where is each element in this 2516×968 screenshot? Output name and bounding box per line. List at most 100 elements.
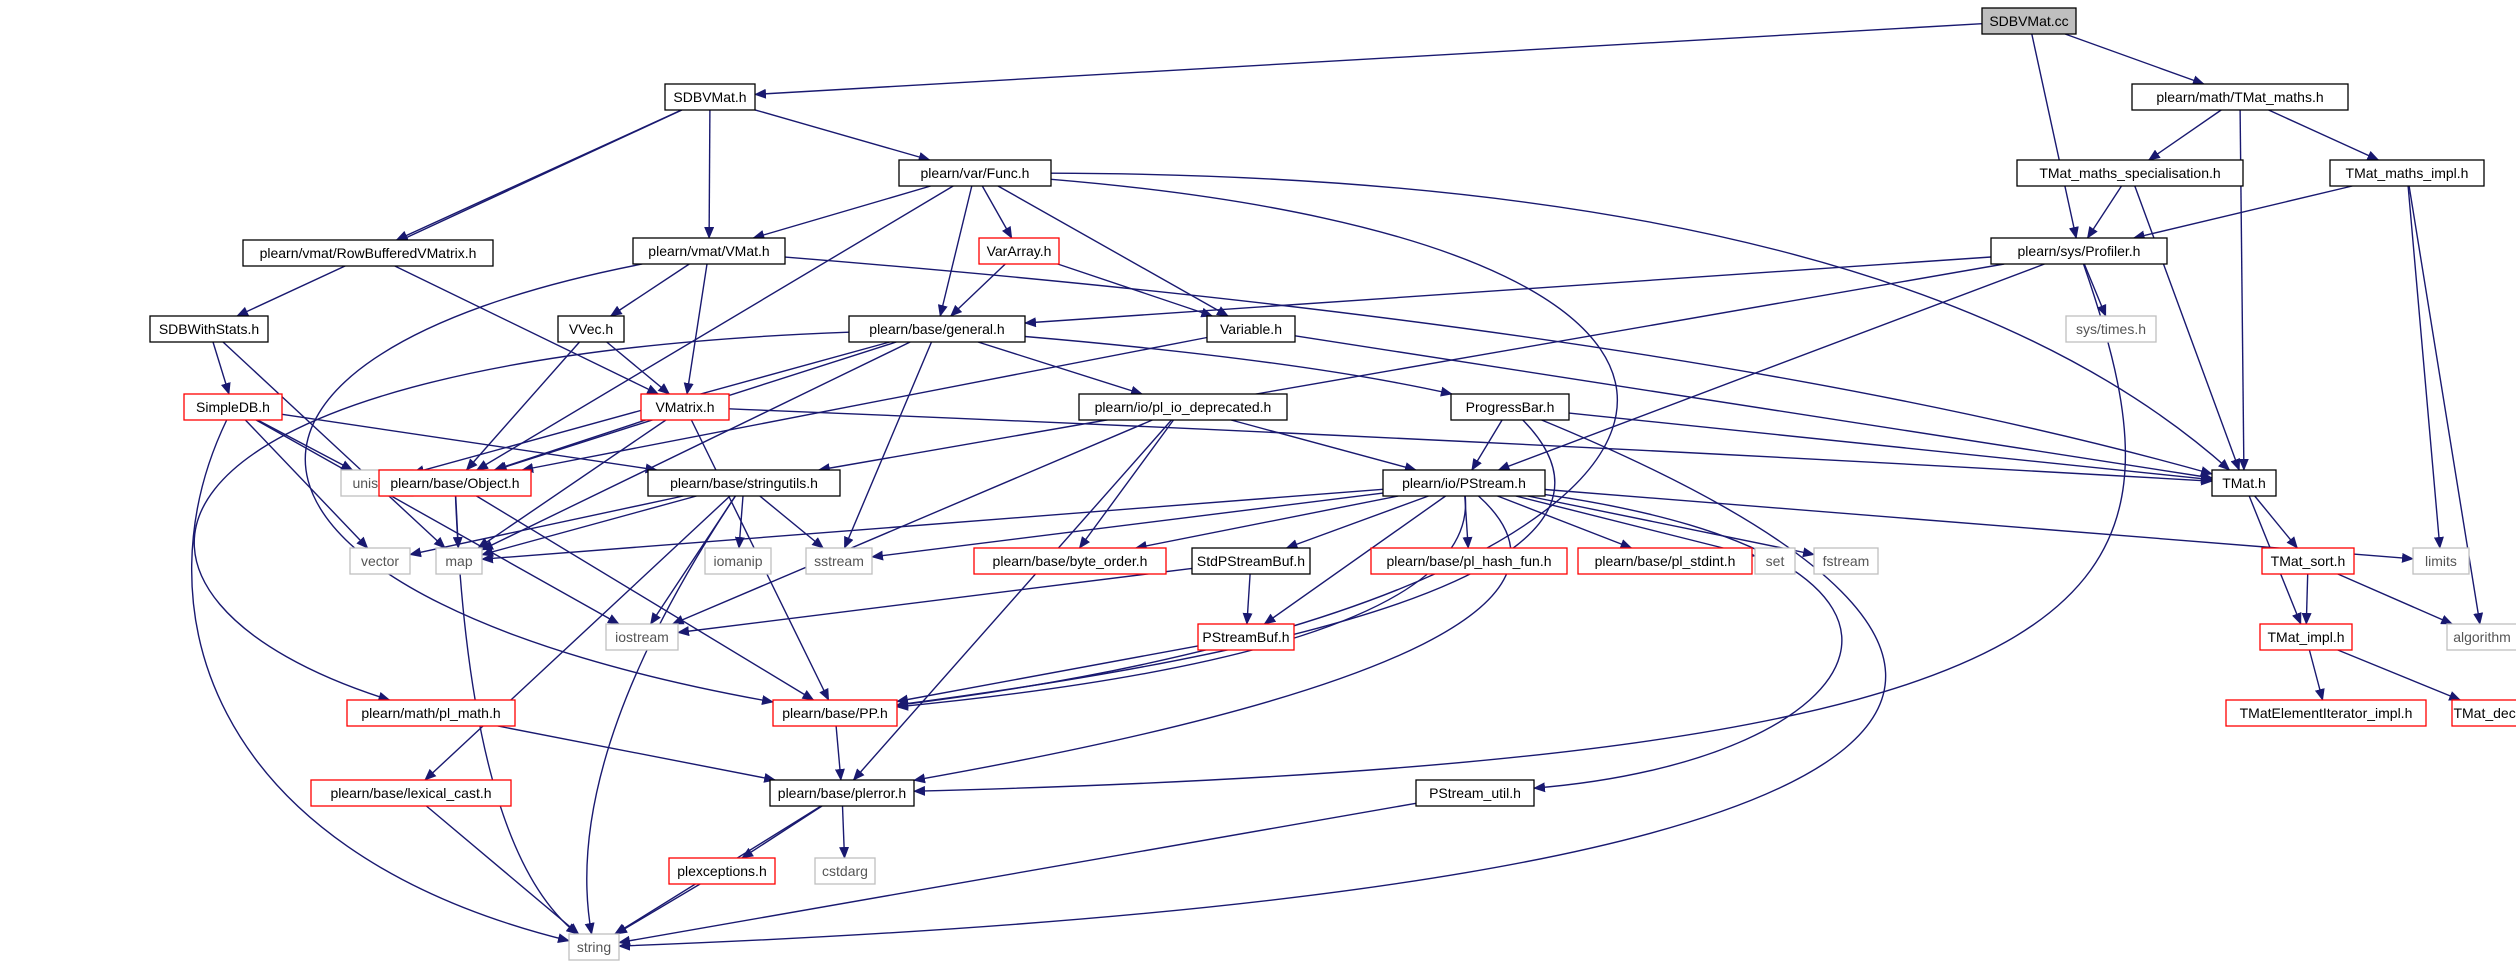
node-box	[149, 315, 269, 343]
node-label: PStreamBuf.h	[1202, 629, 1289, 645]
node-box	[349, 547, 411, 575]
node-label: plexceptions.h	[677, 863, 767, 879]
node-vmatrix[interactable]: VMatrix.h	[640, 393, 730, 421]
edge-stringutils-to-map	[481, 495, 697, 557]
edge-func-to-vararray	[981, 185, 1013, 239]
edge-stringutils-to-iomanip	[734, 495, 745, 549]
node-box	[1078, 393, 1288, 421]
node-vararray[interactable]: VarArray.h	[978, 237, 1060, 265]
edge-tmat_sort-to-tmat_impl	[2301, 573, 2312, 625]
edge-vmat_vmat-to-vmatrix	[683, 263, 708, 395]
node-string: string	[568, 933, 620, 961]
edge-pl_io_dep-to-iostream	[671, 419, 1153, 625]
edge-variable-to-object	[521, 336, 1208, 473]
edge-profiler-to-general	[1024, 256, 1992, 328]
node-byte-order[interactable]: plearn/base/byte_order.h	[973, 547, 1167, 575]
node-profiler[interactable]: plearn/sys/Profiler.h	[1990, 237, 2168, 265]
node-sdbvmat-cc[interactable]: SDBVMat.cc	[1981, 7, 2077, 35]
node-stdpstreambuf[interactable]: StdPStreamBuf.h	[1191, 547, 1311, 575]
node-box	[805, 547, 873, 575]
node-box	[2446, 623, 2516, 651]
node-plerror[interactable]: plearn/base/plerror.h	[769, 779, 915, 807]
node-plexceptions[interactable]: plexceptions.h	[668, 857, 776, 885]
edge-sdbvmat_h-to-sdbwithstats	[236, 109, 683, 317]
edge-pstream-to-pl_stdint	[1497, 495, 1633, 549]
node-label: TMatElementIterator_impl.h	[2240, 705, 2413, 721]
node-label: VVec.h	[569, 321, 613, 337]
edge-general-to-pl_math	[193, 331, 850, 702]
node-tmat-elem-iter[interactable]: TMatElementIterator_impl.h	[2225, 699, 2427, 727]
edge-pstreambuf-to-pp	[896, 645, 1199, 705]
node-sdbvmat-h[interactable]: SDBVMat.h	[664, 83, 756, 111]
node-progressbar[interactable]: ProgressBar.h	[1450, 393, 1570, 421]
node-box	[2329, 159, 2485, 187]
node-label: PStream_util.h	[1429, 785, 1521, 801]
node-box	[310, 779, 512, 807]
edge-simpledb-to-stringutils	[281, 413, 658, 474]
node-label: plearn/io/PStream.h	[1402, 475, 1526, 491]
node-tmat-impl[interactable]: TMat_impl.h	[2259, 623, 2353, 651]
edge-tmat_sort-to-algorithm	[2337, 573, 2454, 625]
node-label: plearn/base/PP.h	[782, 705, 888, 721]
node-pl-hash-fun[interactable]: plearn/base/pl_hash_fun.h	[1370, 547, 1568, 575]
node-pl-io-dep[interactable]: plearn/io/pl_io_deprecated.h	[1078, 393, 1288, 421]
node-label: TMat.h	[2222, 475, 2266, 491]
edge-plerror-to-cstdarg	[839, 805, 850, 859]
node-pstreambuf[interactable]: PStreamBuf.h	[1197, 623, 1295, 651]
edge-simpledb-to-unistd	[257, 419, 354, 471]
edge-progressbar-to-string	[618, 419, 1887, 951]
node-simpledb[interactable]: SimpleDB.h	[183, 393, 283, 421]
node-vmat-vmat[interactable]: plearn/vmat/VMat.h	[632, 237, 786, 265]
node-tmat-h[interactable]: TMat.h	[2211, 469, 2277, 497]
node-object[interactable]: plearn/base/Object.h	[378, 469, 532, 497]
node-func[interactable]: plearn/var/Func.h	[898, 159, 1052, 187]
node-box	[2261, 547, 2355, 575]
node-box	[664, 83, 756, 111]
node-pl-stdint[interactable]: plearn/base/pl_stdint.h	[1577, 547, 1753, 575]
node-iostream: iostream	[605, 623, 679, 651]
node-label: iostream	[615, 629, 669, 645]
node-box	[1990, 237, 2168, 265]
node-label: TMat_decl.h	[2453, 705, 2516, 721]
node-variable[interactable]: Variable.h	[1206, 315, 1296, 343]
node-box	[1382, 469, 1546, 497]
node-label: iomanip	[713, 553, 762, 569]
node-box	[568, 933, 620, 961]
node-tmat-sort[interactable]: TMat_sort.h	[2261, 547, 2355, 575]
edge-tmat_h-to-tmat_sort	[2254, 495, 2298, 549]
node-box	[898, 159, 1052, 187]
edge-pl_math-to-plerror	[497, 725, 777, 783]
node-stringutils[interactable]: plearn/base/stringutils.h	[647, 469, 841, 497]
node-label: map	[445, 553, 472, 569]
node-box	[2131, 83, 2349, 111]
node-pstream-util[interactable]: PStream_util.h	[1415, 779, 1535, 807]
node-box	[1206, 315, 1296, 343]
edge-vmat_vmat-to-vvec	[609, 263, 690, 317]
edge-plexceptions-to-string	[615, 883, 701, 935]
edge-stringutils-to-lexical_cast	[424, 495, 731, 781]
node-general[interactable]: plearn/base/general.h	[848, 315, 1026, 343]
node-box	[1197, 623, 1295, 651]
edge-pl_io_dep-to-plerror	[852, 419, 1173, 781]
node-box	[1577, 547, 1753, 575]
node-tmat-maths-impl[interactable]: TMat_maths_impl.h	[2329, 159, 2485, 187]
node-label: fstream	[1823, 553, 1870, 569]
node-pl-math[interactable]: plearn/math/pl_math.h	[346, 699, 516, 727]
node-box	[973, 547, 1167, 575]
node-sdbwithstats[interactable]: SDBWithStats.h	[149, 315, 269, 343]
node-box	[2259, 623, 2353, 651]
edge-stringutils-to-string	[584, 495, 736, 935]
node-pp[interactable]: plearn/base/PP.h	[772, 699, 898, 727]
node-vvec[interactable]: VVec.h	[557, 315, 625, 343]
node-rowbuffered[interactable]: plearn/vmat/RowBufferedVMatrix.h	[242, 239, 494, 267]
node-tmat-decl[interactable]: TMat_decl.h	[2451, 699, 2516, 727]
node-cstdarg: cstdarg	[814, 857, 876, 885]
edge-vmat_vmat-to-tmat_h	[784, 256, 2213, 476]
node-label: SimpleDB.h	[196, 399, 270, 415]
node-tmat-maths[interactable]: plearn/math/TMat_maths.h	[2131, 83, 2349, 111]
node-lexical-cast[interactable]: plearn/base/lexical_cast.h	[310, 779, 512, 807]
node-pstream[interactable]: plearn/io/PStream.h	[1382, 469, 1546, 497]
node-tmat-maths-spec[interactable]: TMat_maths_specialisation.h	[2016, 159, 2244, 187]
node-label: TMat_maths_specialisation.h	[2039, 165, 2220, 181]
